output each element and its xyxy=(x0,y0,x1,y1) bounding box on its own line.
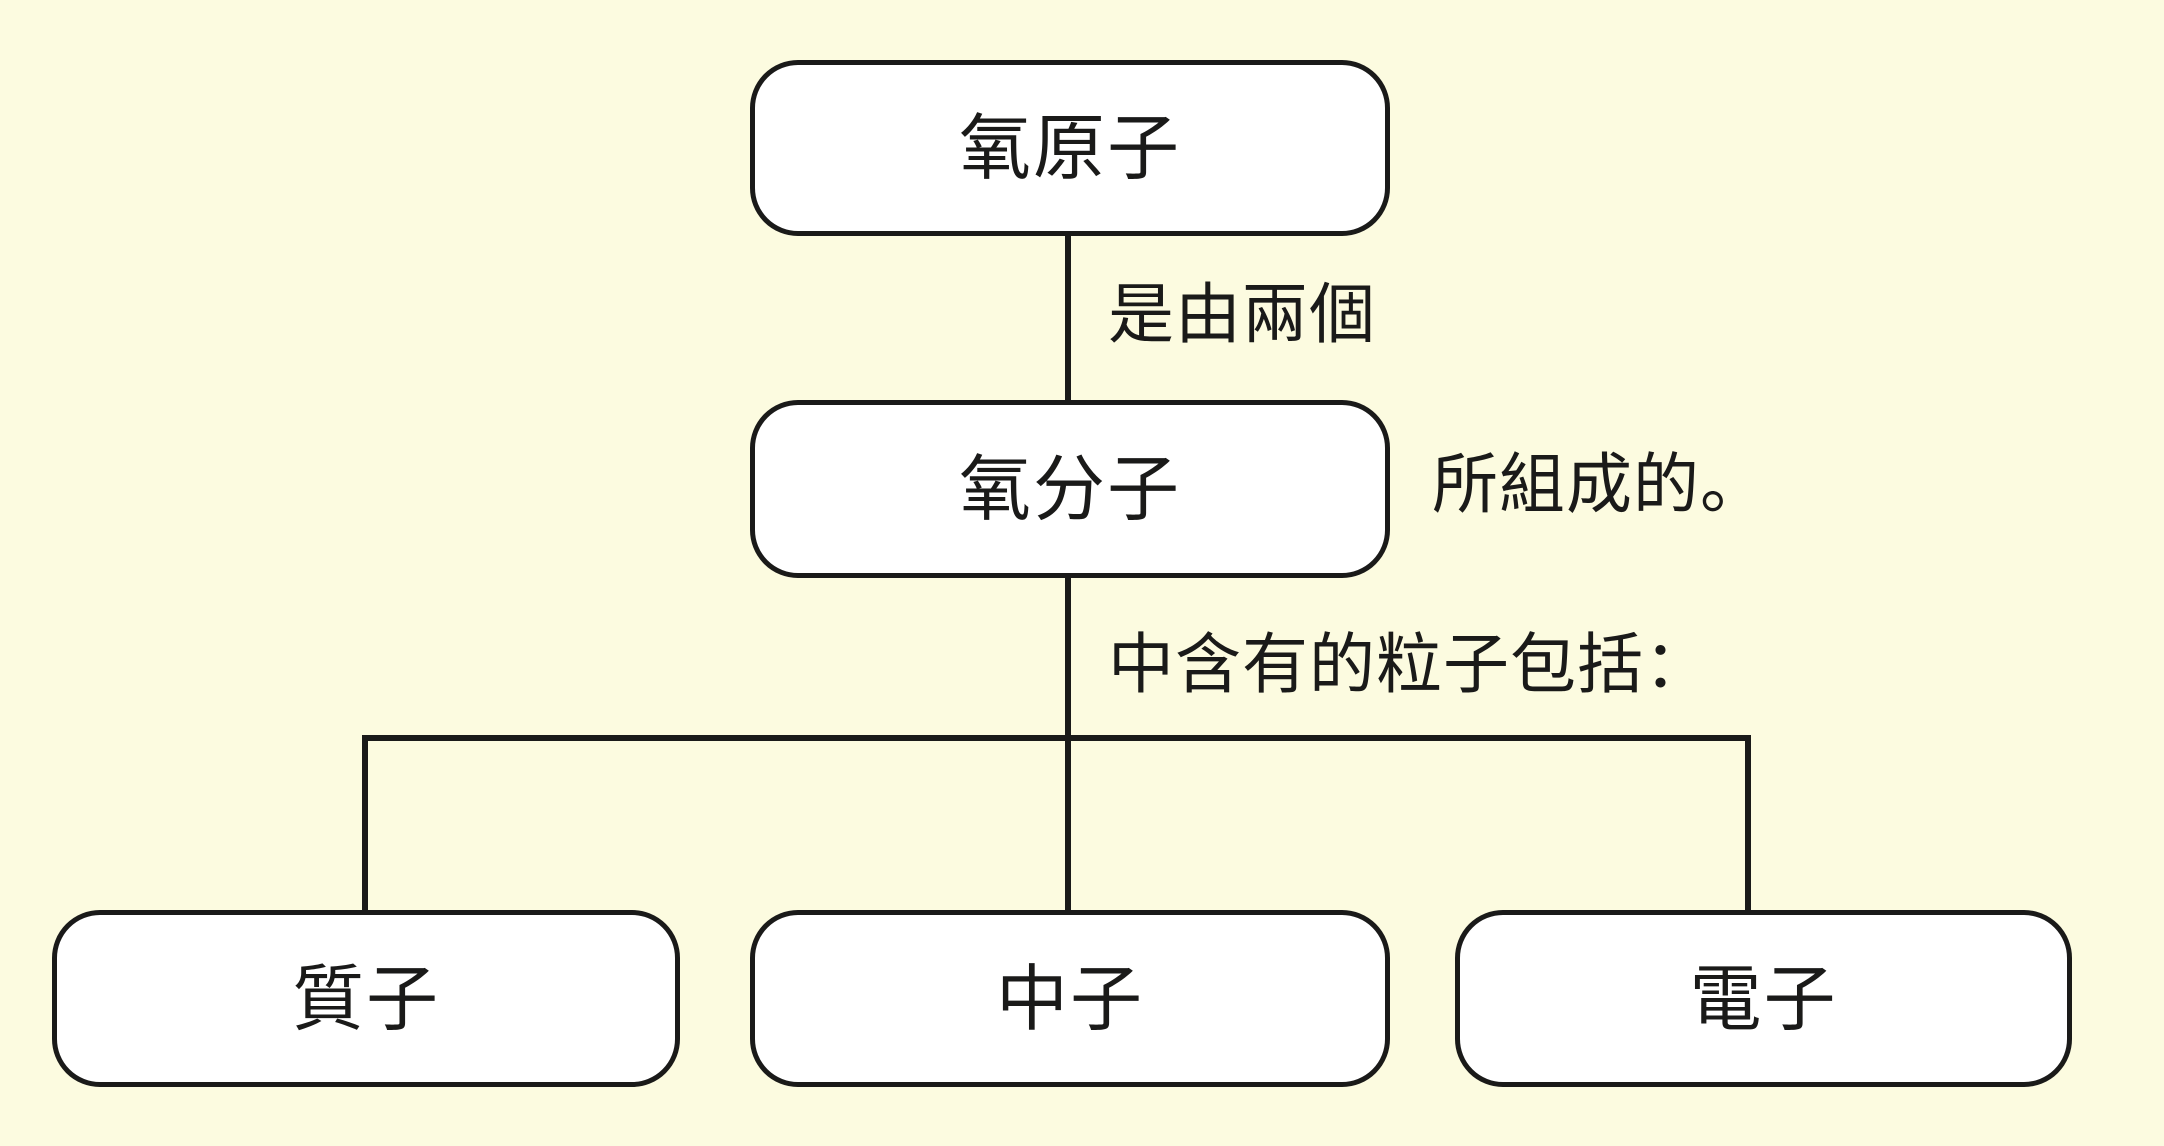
node-proton[interactable]: 質子 xyxy=(52,910,680,1087)
node-oxygen-atom[interactable]: 氧原子 xyxy=(750,60,1390,236)
node-oxygen-atom-label: 氧原子 xyxy=(958,106,1181,190)
side-label-composed-of: 所組成的。 xyxy=(1432,446,1767,523)
node-neutron[interactable]: 中子 xyxy=(750,910,1390,1087)
node-oxygen-molecule-label: 氧分子 xyxy=(958,447,1181,531)
edge-label-contains-particles: 中含有的粒子包括： xyxy=(1108,626,1711,703)
node-oxygen-molecule[interactable]: 氧分子 xyxy=(750,400,1390,578)
node-electron[interactable]: 電子 xyxy=(1455,910,2072,1087)
edge-label-made-of-two: 是由兩個 xyxy=(1108,276,1376,353)
node-electron-label: 電子 xyxy=(1689,956,1838,1041)
node-proton-label: 質子 xyxy=(291,956,440,1041)
node-neutron-label: 中子 xyxy=(995,956,1144,1041)
